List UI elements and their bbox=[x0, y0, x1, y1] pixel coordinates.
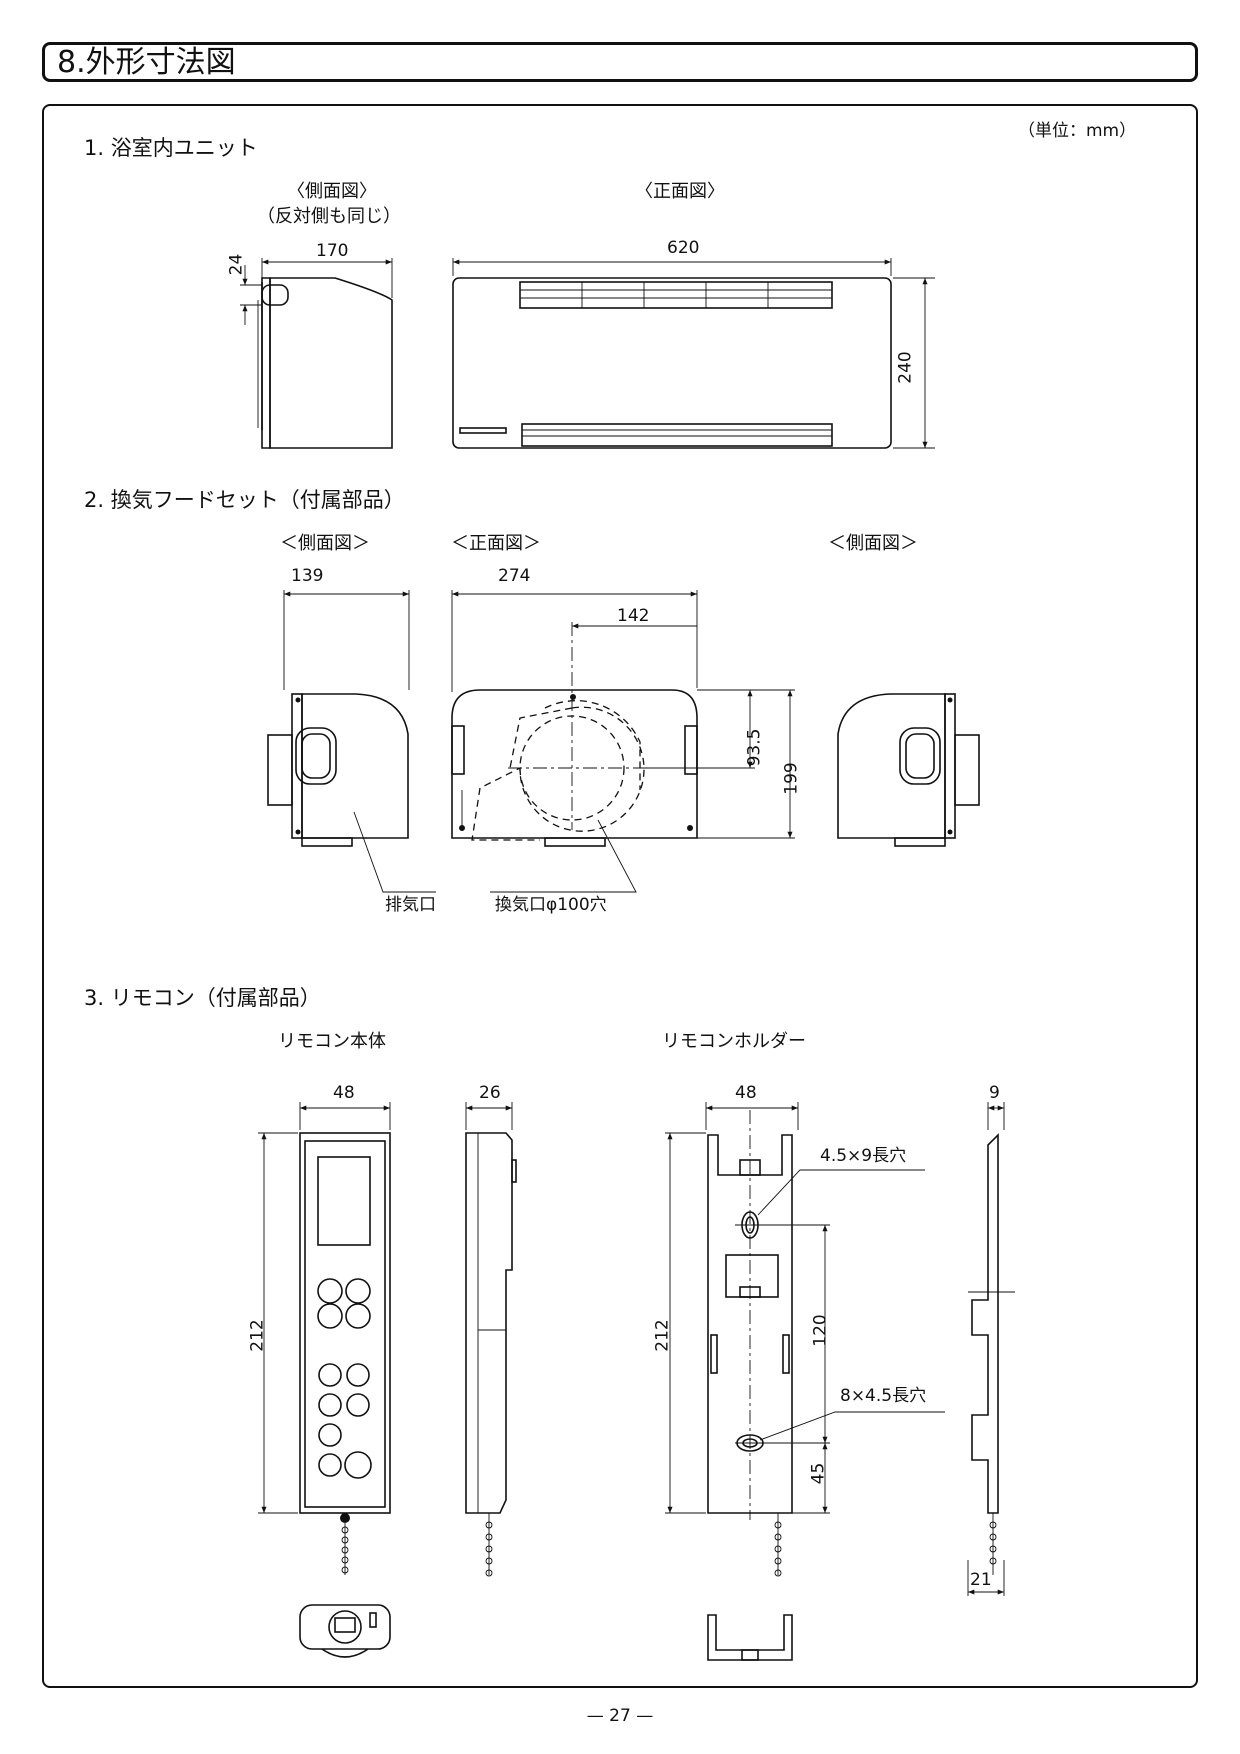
upper-slot-callout: 4.5×9長穴 bbox=[820, 1146, 907, 1166]
drawing-frame bbox=[42, 104, 1198, 1688]
remote-holder-front bbox=[665, 1102, 945, 1577]
section-1-title: 1. 浴室内ユニット bbox=[84, 136, 258, 160]
s2-right-view-label: ＜側面図＞ bbox=[828, 533, 918, 554]
remote-holder-side bbox=[967, 1102, 1015, 1596]
dim-274: 274 bbox=[498, 566, 531, 586]
unit-note: （単位：mm） bbox=[1018, 121, 1137, 141]
remote-body-front bbox=[258, 1102, 391, 1575]
hood-left-side-view bbox=[267, 590, 436, 893]
dim-139: 139 bbox=[291, 566, 324, 586]
vent-hole-callout: 換気口φ100穴 bbox=[495, 895, 607, 915]
section-3-title: 3. リモコン（付属部品） bbox=[84, 986, 321, 1010]
section-2-title: 2. 換気フードセット（付属部品） bbox=[84, 488, 405, 512]
dim-21: 21 bbox=[970, 1570, 992, 1590]
remote-body-bottom bbox=[299, 1604, 391, 1658]
dim-26: 26 bbox=[479, 1083, 501, 1103]
page-number: — 27 — bbox=[586, 1706, 654, 1726]
unit-front-view bbox=[452, 258, 935, 449]
remote-holder-bottom bbox=[707, 1614, 793, 1661]
s2-front-view-label: ＜正面図＞ bbox=[451, 533, 541, 554]
dim-620: 620 bbox=[667, 238, 700, 258]
lower-slot-callout: 8×4.5長穴 bbox=[840, 1386, 927, 1406]
hood-front-view bbox=[451, 590, 795, 893]
exhaust-port-callout: 排気口 bbox=[385, 895, 436, 915]
hood-right-side-view bbox=[837, 693, 980, 847]
unit-side-view bbox=[240, 258, 393, 449]
remote-body-label: リモコン本体 bbox=[278, 1031, 386, 1052]
dim-48-body: 48 bbox=[333, 1083, 355, 1103]
s1-side-view-label: 〈側面図〉 bbox=[287, 181, 377, 202]
dim-9: 9 bbox=[989, 1083, 1000, 1103]
dim-142: 142 bbox=[617, 606, 650, 626]
s2-left-view-label: ＜側面図＞ bbox=[280, 533, 370, 554]
dim-170: 170 bbox=[316, 241, 349, 261]
page-header: 8.外形寸法図 bbox=[42, 42, 1198, 82]
remote-holder-label: リモコンホルダー bbox=[662, 1031, 806, 1052]
s1-front-view-label: 〈正面図〉 bbox=[635, 181, 725, 202]
dim-48-holder: 48 bbox=[735, 1083, 757, 1103]
page-title: 8.外形寸法図 bbox=[57, 45, 236, 80]
remote-body-side bbox=[465, 1102, 517, 1577]
s1-side-view-sub: （反対側も同じ） bbox=[257, 206, 401, 227]
